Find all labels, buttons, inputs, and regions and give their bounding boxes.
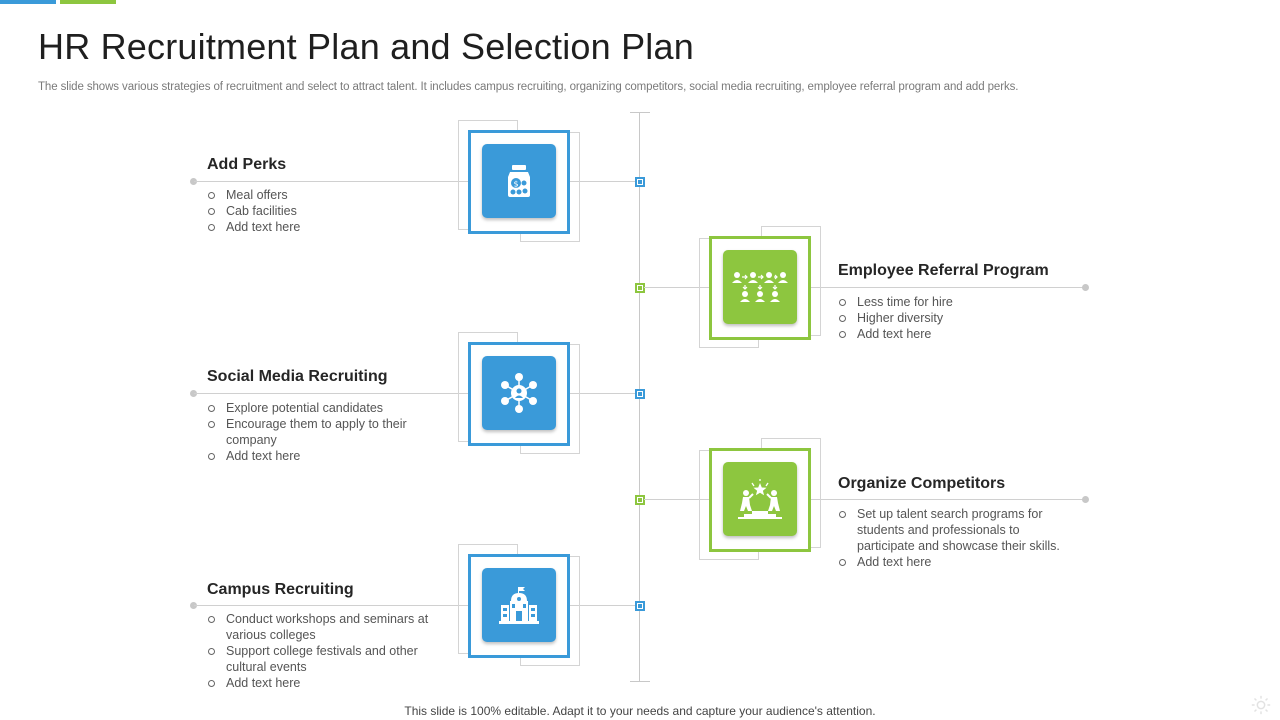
list-item: Add text here <box>838 326 1078 342</box>
competition-podium-icon <box>723 462 797 536</box>
connector-line <box>194 181 470 182</box>
bullet-list-organize-competitors: Set up talent search programs for studen… <box>838 506 1078 570</box>
list-item: Support college festivals and other cult… <box>207 643 437 675</box>
timeline-cap-bottom <box>630 681 650 682</box>
connector-end-dot <box>1082 496 1089 503</box>
list-item: Conduct workshops and seminars at variou… <box>207 611 437 643</box>
timeline-marker-add-perks <box>635 177 645 187</box>
accent-bar-green <box>60 0 116 4</box>
connector-line <box>644 499 710 500</box>
connector-line <box>194 605 470 606</box>
timeline-marker-organize-competitors <box>635 495 645 505</box>
bullet-list-add-perks: Meal offers Cab facilities Add text here <box>207 187 437 235</box>
item-heading-add-perks: Add Perks <box>207 156 287 173</box>
list-item: Less time for hire <box>838 294 1078 310</box>
list-item: Add text here <box>838 554 1078 570</box>
money-jar-icon: $ <box>482 144 556 218</box>
social-network-icon <box>482 356 556 430</box>
page-title: HR Recruitment Plan and Selection Plan <box>38 26 694 67</box>
timeline-marker-social-media <box>635 389 645 399</box>
svg-text:$: $ <box>513 180 518 189</box>
connector-line <box>568 605 636 606</box>
list-item: Cab facilities <box>207 203 437 219</box>
icon-card-organize-competitors <box>699 438 823 560</box>
timeline-marker-employee-referral <box>635 283 645 293</box>
list-item: Add text here <box>207 219 437 235</box>
icon-card-add-perks: $ <box>458 120 582 242</box>
connector-line <box>568 393 636 394</box>
bullet-list-social-media: Explore potential candidates Encourage t… <box>207 400 407 464</box>
connector-end-dot <box>190 390 197 397</box>
timeline-cap-top <box>630 112 650 113</box>
connector-line <box>810 499 1086 500</box>
slide-footer: This slide is 100% editable. Adapt it to… <box>404 704 876 718</box>
list-item: Meal offers <box>207 187 437 203</box>
item-heading-employee-referral: Employee Referral Program <box>838 262 1049 279</box>
list-item: Set up talent search programs for studen… <box>838 506 1078 554</box>
connector-end-dot <box>190 178 197 185</box>
referral-network-icon <box>723 250 797 324</box>
college-building-icon <box>482 568 556 642</box>
item-heading-campus-recruiting: Campus Recruiting <box>207 581 354 598</box>
icon-card-social-media <box>458 332 582 454</box>
gear-icon <box>1251 695 1271 715</box>
list-item: Add text here <box>207 675 437 691</box>
list-item: Add text here <box>207 448 407 464</box>
list-item: Encourage them to apply to their company <box>207 416 407 448</box>
connector-end-dot <box>190 602 197 609</box>
icon-card-employee-referral <box>699 226 823 348</box>
list-item: Explore potential candidates <box>207 400 407 416</box>
icon-card-campus-recruiting <box>458 544 582 666</box>
page-subtitle: The slide shows various strategies of re… <box>38 81 1019 93</box>
bullet-list-campus-recruiting: Conduct workshops and seminars at variou… <box>207 611 437 691</box>
item-heading-social-media: Social Media Recruiting <box>207 368 388 385</box>
connector-line <box>568 181 636 182</box>
list-item: Higher diversity <box>838 310 1078 326</box>
item-heading-organize-competitors: Organize Competitors <box>838 475 1006 492</box>
accent-bar-blue <box>0 0 56 4</box>
connector-line <box>810 287 1086 288</box>
connector-line <box>194 393 470 394</box>
bullet-list-employee-referral: Less time for hire Higher diversity Add … <box>838 294 1078 342</box>
connector-line <box>644 287 710 288</box>
timeline-marker-campus-recruiting <box>635 601 645 611</box>
connector-end-dot <box>1082 284 1089 291</box>
